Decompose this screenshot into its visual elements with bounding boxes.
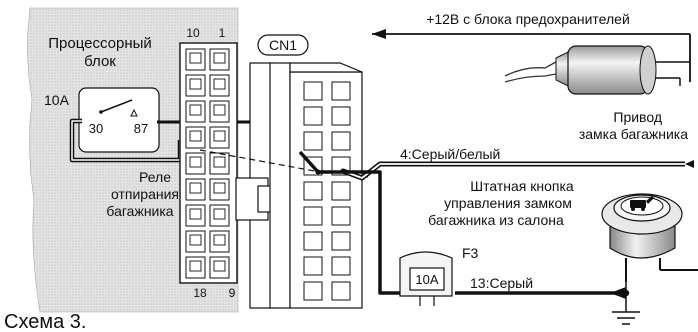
cn1-cell: [303, 106, 323, 126]
pin-contact: [213, 104, 226, 116]
ground-symbol: [612, 282, 640, 325]
wire-4-label: 4:Серый/белый: [400, 146, 500, 162]
pin-label-9: 9: [229, 286, 236, 300]
cn1-cell: [331, 106, 351, 126]
dashed-link: [199, 149, 321, 173]
pin-contact: [213, 234, 226, 246]
cn1-cell: [331, 206, 351, 226]
cn1-cell: [303, 131, 323, 151]
pin-contact: [189, 52, 202, 64]
cn1-cell: [303, 281, 323, 301]
cn1-cell: [303, 231, 323, 251]
cn1-cell: [331, 81, 351, 101]
cn1-cell: [331, 231, 351, 251]
relay-label-1: Реле: [139, 169, 171, 185]
pin-contact: [189, 234, 202, 246]
cn1-cell: [331, 256, 351, 276]
cn1-connector: [235, 62, 363, 309]
pin-contact: [213, 130, 226, 142]
fuse-f3: [399, 251, 453, 306]
cn1-cell: [303, 256, 323, 276]
processor-unit-label-1: Процессорный: [48, 35, 152, 52]
cn1-label: CN1: [269, 37, 297, 53]
cn1-cell: [331, 181, 351, 201]
cn1-label-box: [257, 34, 309, 56]
relay-label-2: отпирания: [111, 186, 179, 202]
cn1-cell: [331, 131, 351, 151]
pin-contact: [189, 130, 202, 142]
pin-contact: [213, 182, 226, 194]
pin-contact: [213, 208, 226, 220]
pin-contact: [189, 78, 202, 90]
actuator-label-1: Привод: [613, 109, 662, 125]
relay-box: [78, 87, 160, 153]
wire-4: [340, 160, 694, 181]
relay-switch-symbol: [99, 99, 138, 117]
cn1-cell: [303, 206, 323, 226]
cn1-cell: [303, 181, 323, 201]
fuse-rating: 10A: [415, 272, 438, 287]
pin-label-10: 10: [186, 26, 200, 40]
cn1-cell: [303, 81, 323, 101]
relay-label-3: багажника: [106, 203, 173, 219]
wire-13: [298, 150, 626, 299]
pin-contact: [189, 182, 202, 194]
button-label-1: Штатная кнопка: [470, 178, 574, 194]
relay-pin-87: 87: [134, 121, 148, 136]
trunk-button: [601, 193, 683, 282]
power-wire: [372, 29, 691, 82]
relay-pin-30: 30: [89, 121, 103, 136]
pin-contact: [213, 52, 226, 64]
fuse-name: F3: [462, 245, 479, 261]
pin-contact: [189, 208, 202, 220]
button-label-3: багажника из салона: [428, 212, 564, 228]
power-wire-label: +12В с блока предохранителей: [426, 11, 630, 27]
actuator-label-2: замка багажника: [579, 126, 688, 142]
pin-contact: [213, 260, 226, 272]
figure-caption: Схема 3.: [4, 311, 86, 332]
pin-array: [185, 48, 230, 279]
pin-contact: [189, 104, 202, 116]
processor-unit-label-2: блок: [84, 53, 116, 70]
pin-contact: [213, 78, 226, 90]
relay-rating: 10A: [44, 92, 70, 108]
pin-contact: [213, 156, 226, 168]
pin-contact: [189, 156, 202, 168]
pin-contact: [189, 260, 202, 272]
cn1-cell: [331, 281, 351, 301]
wire-13-label: 13:Серый: [470, 275, 533, 291]
trunk-actuator: [504, 45, 690, 95]
button-label-2: управления замком: [444, 195, 572, 211]
pin-label-18: 18: [193, 286, 207, 300]
pin-label-1: 1: [219, 26, 226, 40]
